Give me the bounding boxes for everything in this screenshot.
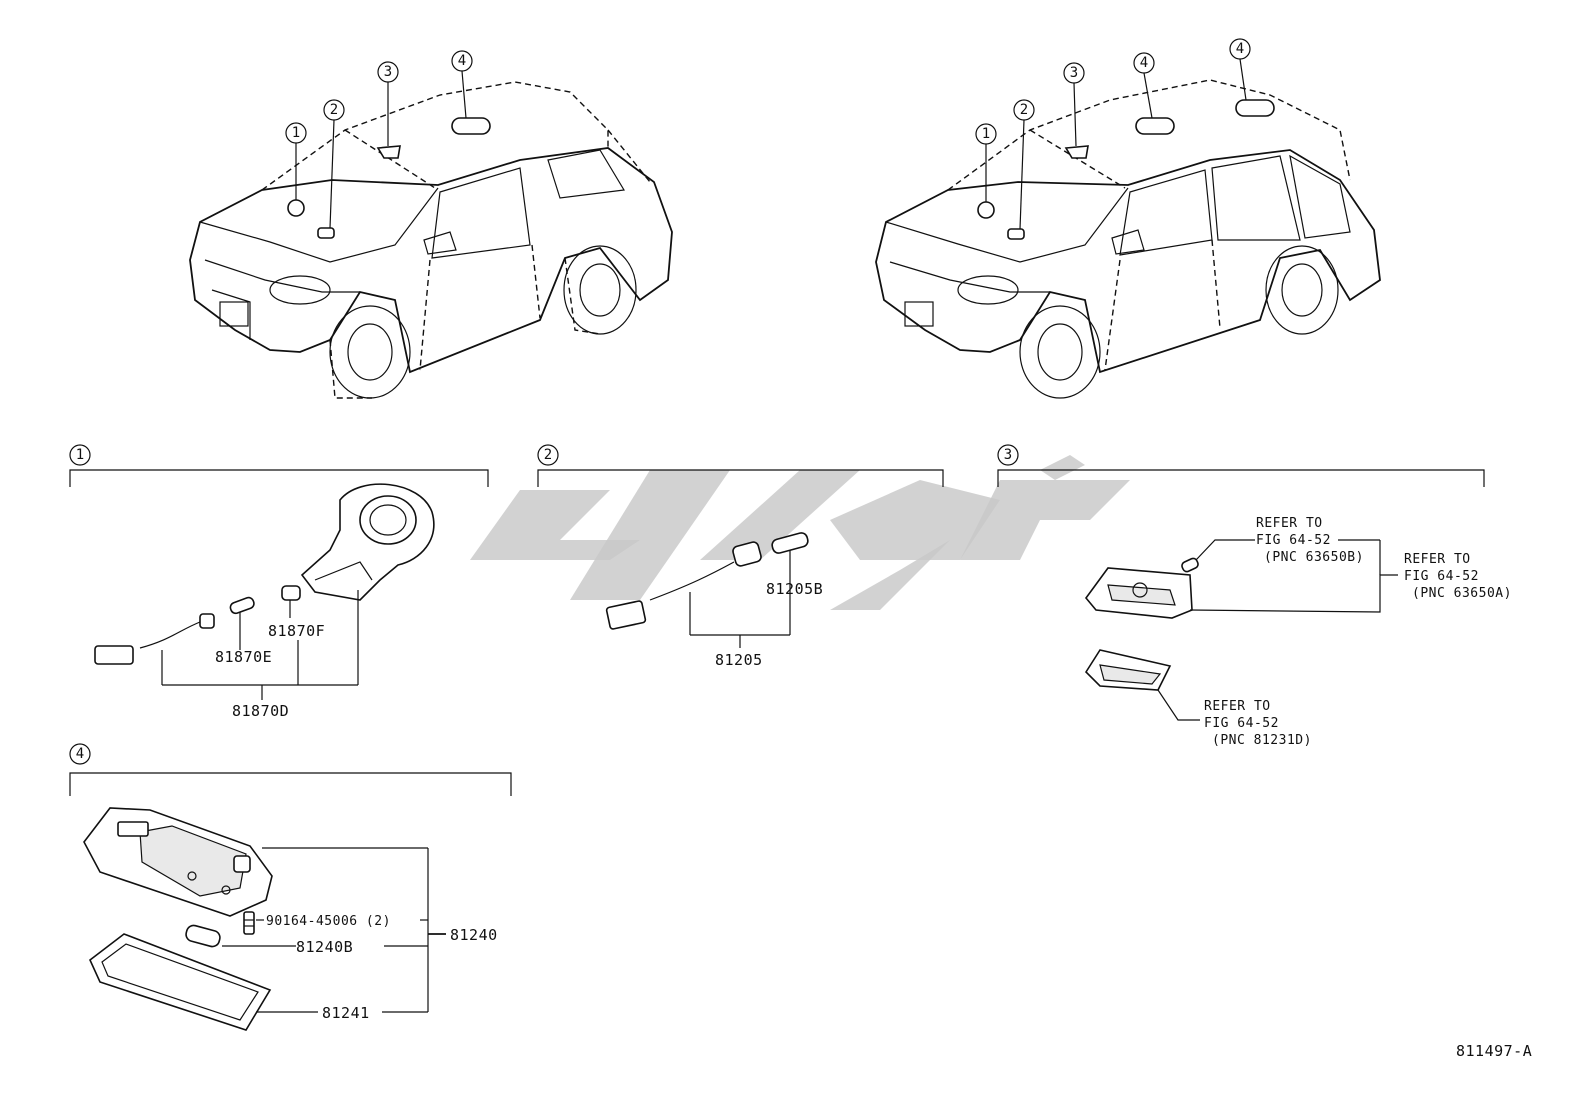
part-number-81870E: 81870E (215, 648, 272, 666)
section-4-dome-lamp: 4 (69, 743, 512, 1031)
callout-circle (285, 122, 307, 144)
ref-note-1-line2: FIG 64-52 (1256, 533, 1331, 548)
part-number-81240B: 81240B (296, 938, 353, 956)
figure-id: 811497-A (1456, 1042, 1532, 1060)
section-number: 1 (76, 447, 84, 463)
section-number: 4 (76, 746, 84, 762)
callout-number: 4 (1236, 41, 1244, 57)
callout-number: 3 (1070, 65, 1078, 81)
part-number-81870D: 81870D (232, 702, 289, 720)
callout-number: 2 (1020, 102, 1028, 118)
ref-note-3-line1: REFER TO (1204, 699, 1271, 714)
ref-note-2-line3: (PNC 63650A) (1412, 586, 1512, 601)
ref-note-1-line3: (PNC 63650B) (1264, 550, 1364, 565)
callout-number: 1 (982, 126, 990, 142)
part-number-81205: 81205 (715, 651, 763, 669)
callout-number: 4 (1140, 55, 1148, 71)
callout-number: 2 (330, 102, 338, 118)
ref-note-2-line2: FIG 64-52 (1404, 569, 1479, 584)
ref-note-3-line3: (PNC 81231D) (1212, 733, 1312, 748)
section-2-lamp-assy: 2 (537, 444, 944, 648)
callout-number: 3 (384, 64, 392, 80)
callout-number: 1 (292, 125, 300, 141)
section-3-room-lamp: 3 (997, 444, 1485, 721)
part-number-81241: 81241 (322, 1004, 370, 1022)
part-number-81870F: 81870F (268, 622, 325, 640)
section-number: 3 (1004, 447, 1012, 463)
ref-note-2-line1: REFER TO (1404, 552, 1471, 567)
section-number: 2 (544, 447, 552, 463)
car-callouts: 1 2 3 4 1 2 3 4 4 (285, 38, 1251, 145)
part-number-81205B: 81205B (766, 580, 823, 598)
ref-note-3-line2: FIG 64-52 (1204, 716, 1279, 731)
section-1-map-lamp: 1 (69, 444, 489, 700)
part-number-81240: 81240 (450, 926, 498, 944)
part-number-screw: 90164-45006 (2) (266, 914, 391, 929)
vehicle-5door-illustration (875, 58, 1381, 399)
vehicle-3door-illustration (189, 70, 673, 399)
callout-number: 4 (458, 53, 466, 69)
ref-note-1-line1: REFER TO (1256, 516, 1323, 531)
watermark-logo (470, 455, 1130, 610)
